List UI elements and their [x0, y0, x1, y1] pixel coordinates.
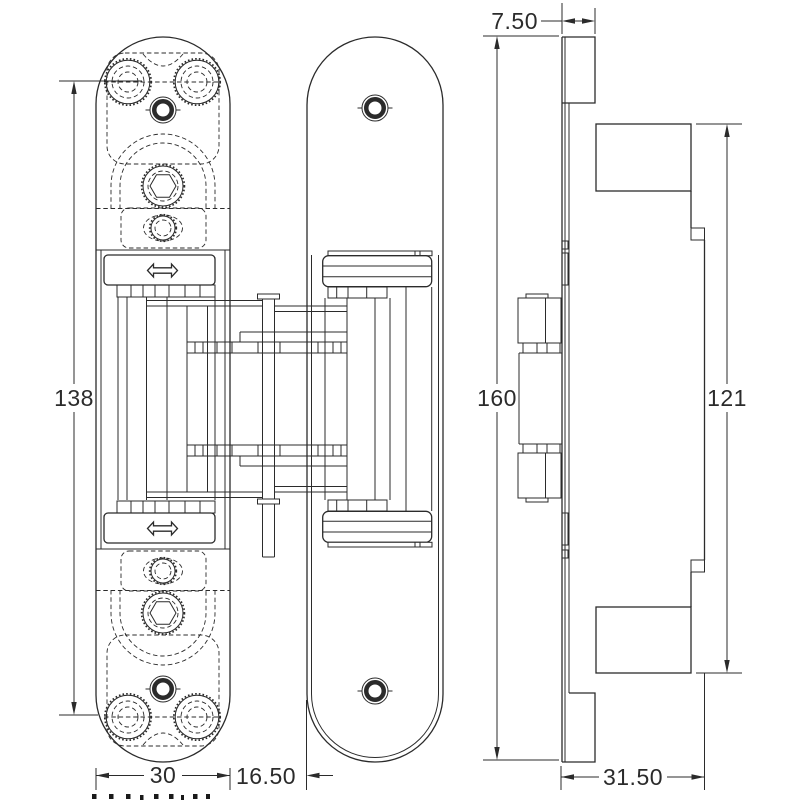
screw-hole-icon — [358, 95, 393, 121]
side-knuckle-assembly — [517, 240, 569, 559]
top-frame-block — [322, 250, 433, 288]
top-mounting-head — [103, 52, 222, 249]
top-adjustment-block — [103, 254, 216, 286]
bottom-mounting-head — [103, 550, 222, 747]
dimension-leaf-gap: 16.50 — [236, 700, 333, 790]
link-members — [146, 300, 347, 498]
screw-hole-icon — [146, 97, 181, 123]
dimension-overall-depth: 31.50 — [560, 673, 705, 790]
truncated-text-artifact — [92, 794, 210, 800]
hex-adjuster-icon — [140, 163, 186, 209]
front-view-door-leaf — [95, 36, 231, 763]
dimension-body-span: 121 — [696, 123, 747, 674]
side-view — [517, 36, 706, 763]
dimension-overall-height: 160 — [477, 35, 559, 761]
front-view-frame-leaf — [306, 36, 444, 763]
pivot-pin — [257, 293, 280, 558]
mounting-body-upper — [595, 123, 692, 192]
dimension-screw-spacing: 138 — [54, 80, 142, 716]
screw-hole-icon — [146, 676, 181, 702]
bottom-frame-block — [322, 510, 433, 548]
dim-label-leaf-gap: 16.50 — [236, 763, 296, 789]
upper-link-rail — [186, 331, 348, 354]
dimension-leaf-width: 30 — [95, 762, 231, 790]
dim-label-plate-thickness: 7.50 — [491, 8, 538, 34]
dim-label-screw-spacing: 138 — [54, 385, 94, 411]
dim-label-overall-depth: 31.50 — [603, 764, 663, 790]
dimension-plate-thickness: 7.50 — [491, 3, 596, 34]
small-adjuster-icon — [142, 213, 184, 243]
small-adjuster-icon — [142, 556, 184, 586]
hex-adjuster-icon — [140, 590, 186, 636]
screw-hole-icon — [358, 678, 393, 704]
dim-label-overall-height: 160 — [477, 385, 517, 411]
mounting-body-lower — [595, 606, 692, 674]
dim-label-body-span: 121 — [707, 385, 747, 411]
hinge-linkage-mechanism — [103, 250, 433, 558]
lower-link-rail — [186, 444, 348, 467]
bottom-adjustment-block — [103, 512, 216, 544]
dim-label-leaf-width: 30 — [150, 762, 177, 788]
